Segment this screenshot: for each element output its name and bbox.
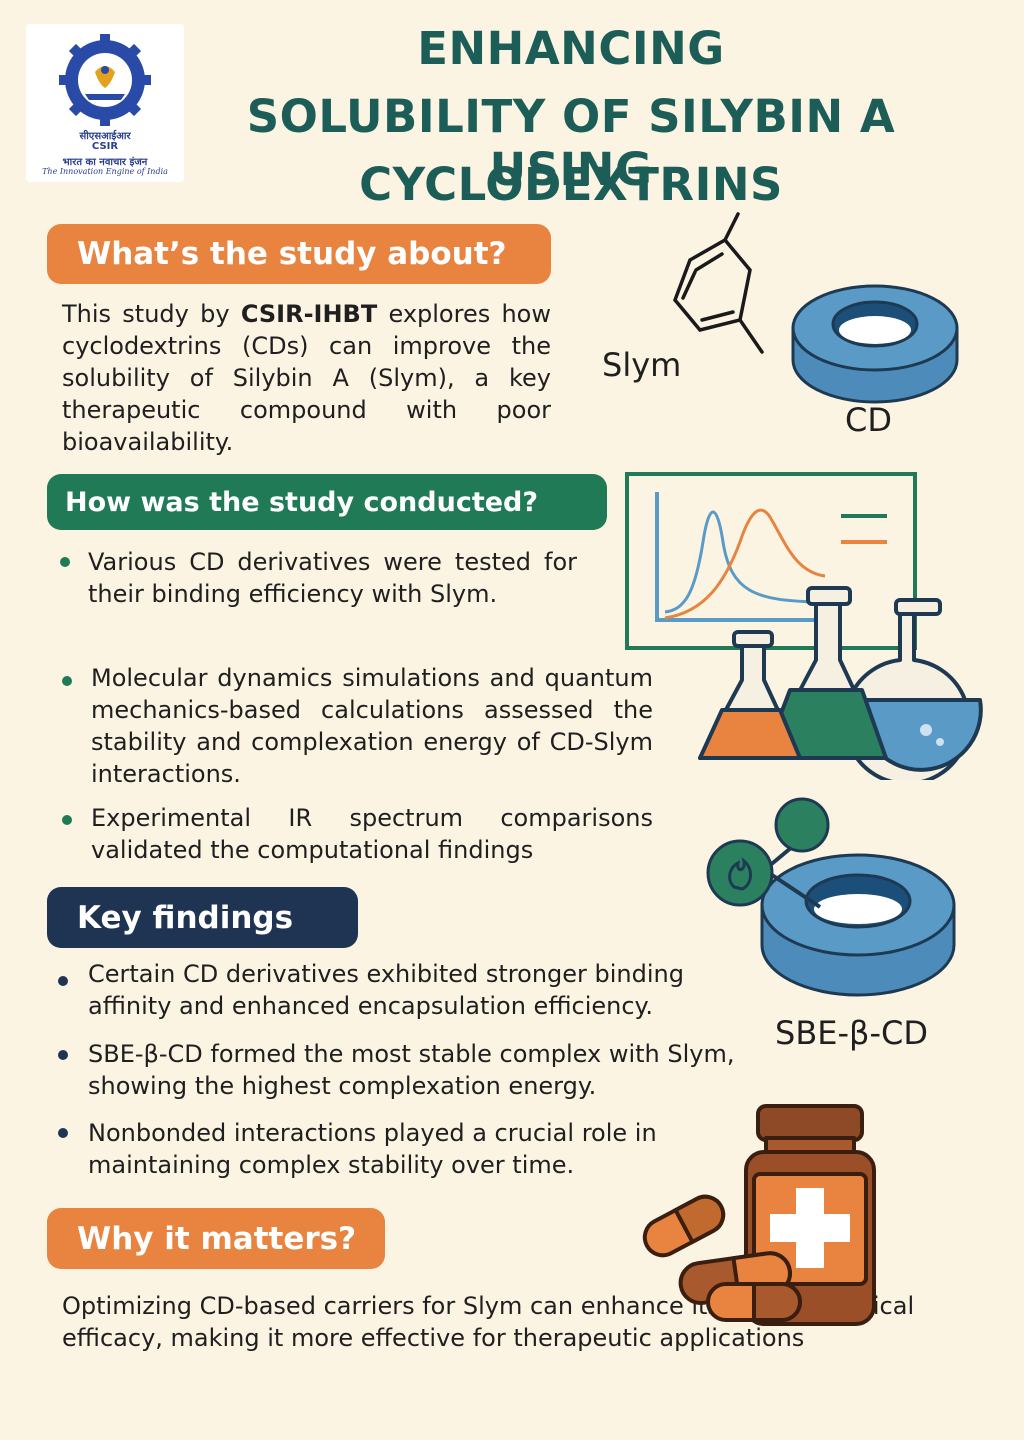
logo-csir: CSIR (91, 141, 119, 152)
method-bullet-3: Experimental IR spectrum comparisons val… (91, 804, 653, 864)
findings-bullet-1: Certain CD derivatives exhibited stronge… (88, 960, 684, 1020)
findings-bullet-2: SBE-β-CD formed the most stable complex … (88, 1040, 735, 1100)
logo-hindi-name: सीएसआईआर (79, 131, 131, 142)
findings-bullet-dot-1 (58, 976, 68, 986)
benzene-ring-icon (673, 212, 764, 354)
csir-gear-icon (59, 34, 151, 126)
findings-bullet-dot-2 (58, 1050, 68, 1060)
matters-heading: Why it matters? (47, 1208, 385, 1269)
title-line-3: CYCLODEXTRINS (359, 158, 783, 211)
title-line-2: SOLUBILITY OF SILYBIN A USING (246, 90, 896, 196)
findings-bullet-dot-3 (58, 1128, 68, 1138)
cyclodextrin-ring-icon (791, 284, 959, 404)
about-text-start: This study by (62, 300, 241, 328)
complex-ring-icon (706, 797, 956, 997)
sbe-cd-label: SBE-β-CD (775, 1014, 928, 1052)
capsules-icon (642, 1194, 802, 1322)
method-heading: How was the study conducted? (47, 474, 607, 530)
findings-heading: Key findings (47, 887, 358, 948)
logo-tagline: The Innovation Engine of India (42, 167, 168, 176)
about-org-name: CSIR-IHBT (240, 300, 378, 328)
about-heading: What’s the study about? (47, 224, 551, 284)
medicine-bottle-icon (642, 1104, 876, 1326)
slym-label: Slym (602, 346, 682, 384)
about-text: This study by CSIR-IHBT explores how cyc… (62, 298, 551, 458)
method-bullet-1: Various CD derivatives were tested for t… (88, 548, 577, 608)
findings-bullet-3: Nonbonded interactions played a crucial … (88, 1119, 657, 1179)
about-text-end: explores how cyclodextrins (CDs) can imp… (62, 300, 551, 456)
flasks-icon (698, 586, 983, 780)
logo-hindi-tagline: भारत का नवाचार इंजन (62, 157, 148, 168)
cd-label: CD (845, 401, 892, 439)
title-line-1: ENHANCING (417, 22, 725, 75)
method-bullet-dot-1 (60, 557, 70, 567)
method-bullet-dot-2 (62, 676, 72, 686)
spectrum-chart-icon (625, 472, 917, 650)
method-bullet-2: Molecular dynamics simulations and quant… (91, 664, 653, 788)
csir-logo: सीएसआईआर CSIR भारत का नवाचार इंजन The In… (26, 24, 184, 182)
method-bullet-dot-3 (62, 815, 72, 825)
